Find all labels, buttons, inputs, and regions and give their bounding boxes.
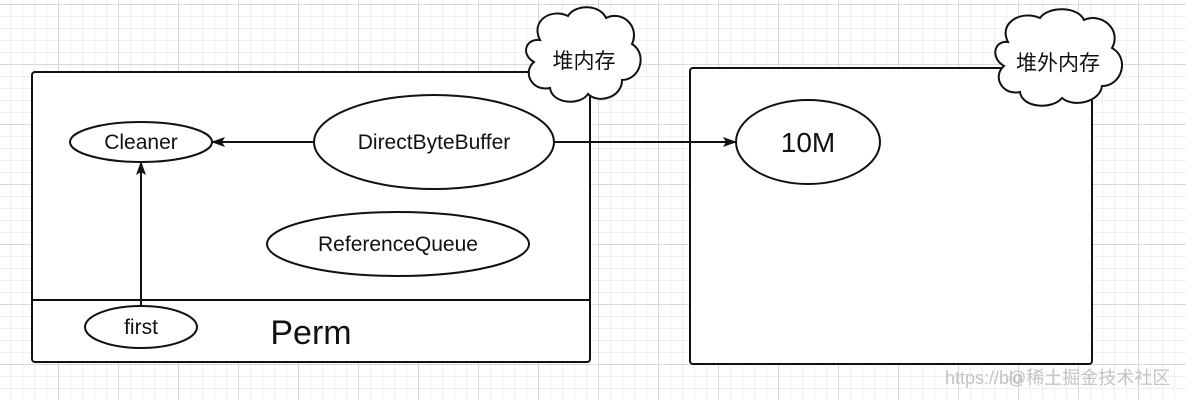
cleaner-label: Cleaner: [104, 131, 178, 154]
offheap-memory-box: [689, 67, 1093, 365]
offheap-cloud-label: 堆外内存: [1016, 52, 1100, 75]
perm-label: Perm: [270, 314, 351, 352]
direct-byte-buffer-label: DirectByteBuffer: [358, 131, 511, 154]
watermark-site: @稀土掘金技术社区: [1008, 368, 1170, 388]
direct-byte-buffer-node: DirectByteBuffer: [313, 94, 555, 190]
ten-m-node: 10M: [735, 99, 881, 185]
first-node: first: [84, 305, 198, 349]
reference-queue-label: ReferenceQueue: [318, 233, 478, 256]
heap-cloud-label: 堆内存: [553, 50, 616, 73]
cleaner-node: Cleaner: [69, 121, 213, 163]
first-label: first: [124, 316, 158, 339]
offheap-cloud: 堆外内存: [994, 8, 1123, 107]
watermark-url: https://blo: [945, 368, 1023, 388]
reference-queue-node: ReferenceQueue: [266, 211, 530, 277]
ten-m-label: 10M: [781, 127, 835, 158]
heap-cloud: 堆内存: [525, 6, 642, 103]
